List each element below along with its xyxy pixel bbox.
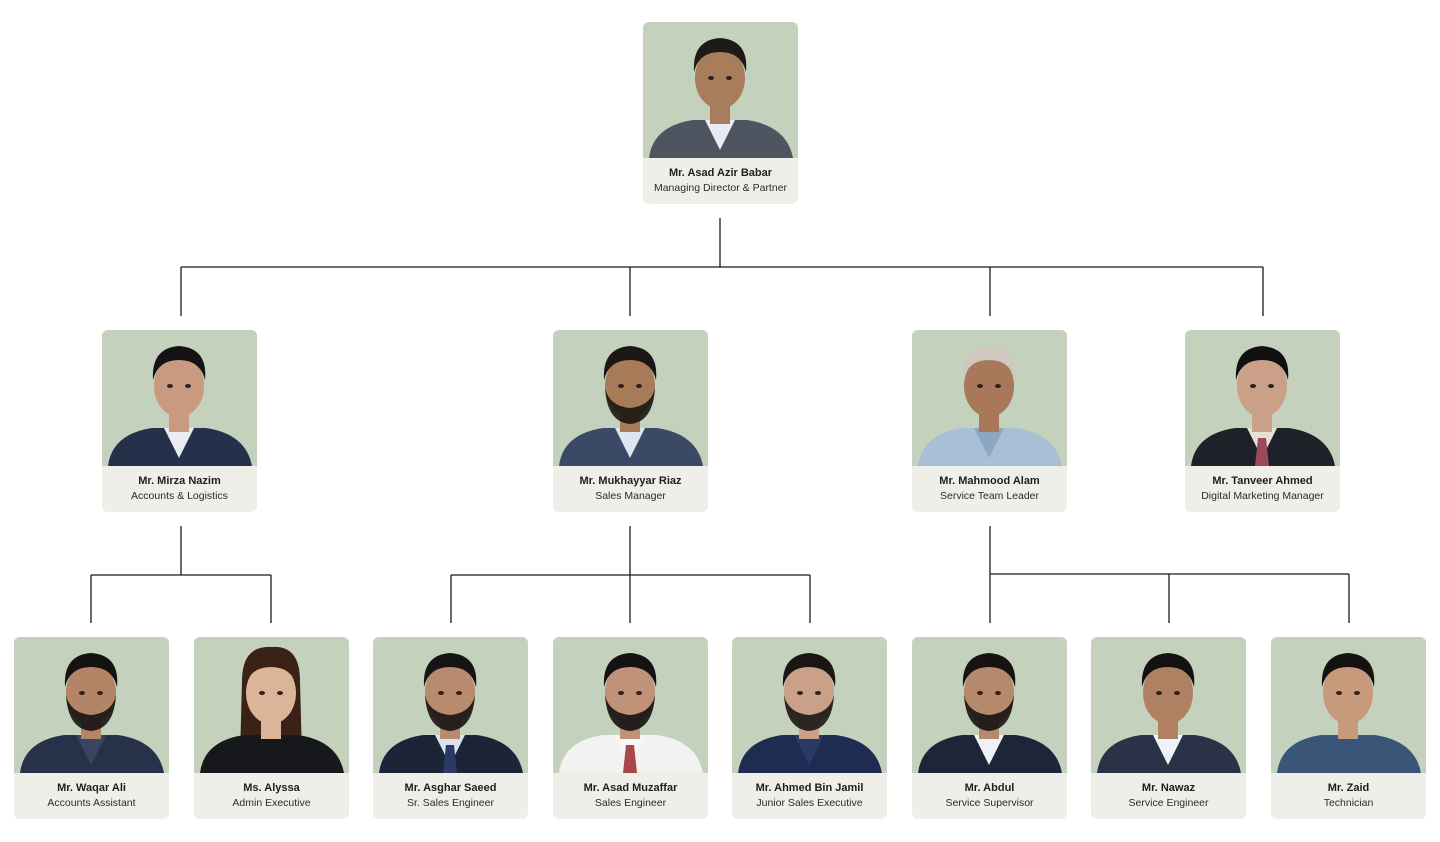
person-role: Accounts Assistant — [47, 797, 136, 809]
portrait-photo — [14, 637, 169, 773]
person-name: Mr. Ahmed Bin Jamil — [755, 782, 864, 794]
person-name: Mr. Asad Muzaffar — [583, 782, 678, 794]
person-role: Junior Sales Executive — [756, 797, 863, 809]
portrait-photo — [194, 637, 349, 773]
person-silhouette-icon — [1277, 653, 1421, 773]
portrait-photo — [553, 637, 708, 773]
person-role: Service Team Leader — [939, 490, 1040, 502]
person-silhouette-icon — [108, 346, 252, 466]
portrait-photo — [1185, 330, 1340, 466]
person-role: Accounts & Logistics — [131, 490, 228, 502]
person-role: Admin Executive — [232, 797, 311, 809]
portrait-photo — [643, 22, 798, 158]
person-silhouette-icon — [649, 38, 793, 158]
person-name: Mr. Asad Azir Babar — [668, 167, 773, 179]
person-role: Sales Engineer — [594, 797, 667, 809]
person-silhouette-icon — [20, 653, 164, 773]
person-role: Sr. Sales Engineer — [407, 797, 494, 809]
person-name: Mr. Waqar Ali — [57, 782, 126, 794]
person-silhouette-icon — [200, 646, 344, 773]
person-name: Mr. Mirza Nazim — [138, 475, 221, 487]
person-role: Managing Director & Partner — [653, 182, 788, 194]
portrait-photo — [732, 637, 887, 773]
portrait-photo — [1091, 637, 1246, 773]
person-silhouette-icon — [918, 653, 1062, 773]
person-name: Mr. Asghar Saeed — [404, 782, 497, 794]
person-silhouette-icon — [738, 653, 882, 773]
person-name: Mr. Mukhayyar Riaz — [579, 475, 682, 487]
portrait-photo — [1271, 637, 1426, 773]
person-role: Digital Marketing Manager — [1201, 490, 1324, 502]
portrait-photo — [912, 330, 1067, 466]
person-silhouette-icon — [559, 346, 703, 466]
person-silhouette-icon — [1097, 653, 1241, 773]
person-role: Service Engineer — [1128, 797, 1209, 809]
person-name: Mr. Tanveer Ahmed — [1212, 475, 1313, 487]
person-name: Mr. Zaid — [1327, 782, 1370, 794]
person-name: Mr. Mahmood Alam — [939, 475, 1040, 487]
portrait-photo — [102, 330, 257, 466]
portrait-photo — [912, 637, 1067, 773]
person-role: Technician — [1323, 797, 1374, 809]
person-name: Ms. Alyssa — [243, 782, 300, 794]
portrait-photo — [553, 330, 708, 466]
portrait-photo — [373, 637, 528, 773]
person-silhouette-icon — [1191, 346, 1335, 466]
person-silhouette-icon — [918, 346, 1062, 466]
person-role: Service Supervisor — [945, 797, 1034, 809]
person-name: Mr. Nawaz — [1141, 782, 1196, 794]
person-silhouette-icon — [379, 653, 523, 773]
person-silhouette-icon — [559, 653, 703, 773]
person-role: Sales Manager — [595, 490, 666, 502]
person-name: Mr. Abdul — [964, 782, 1015, 794]
